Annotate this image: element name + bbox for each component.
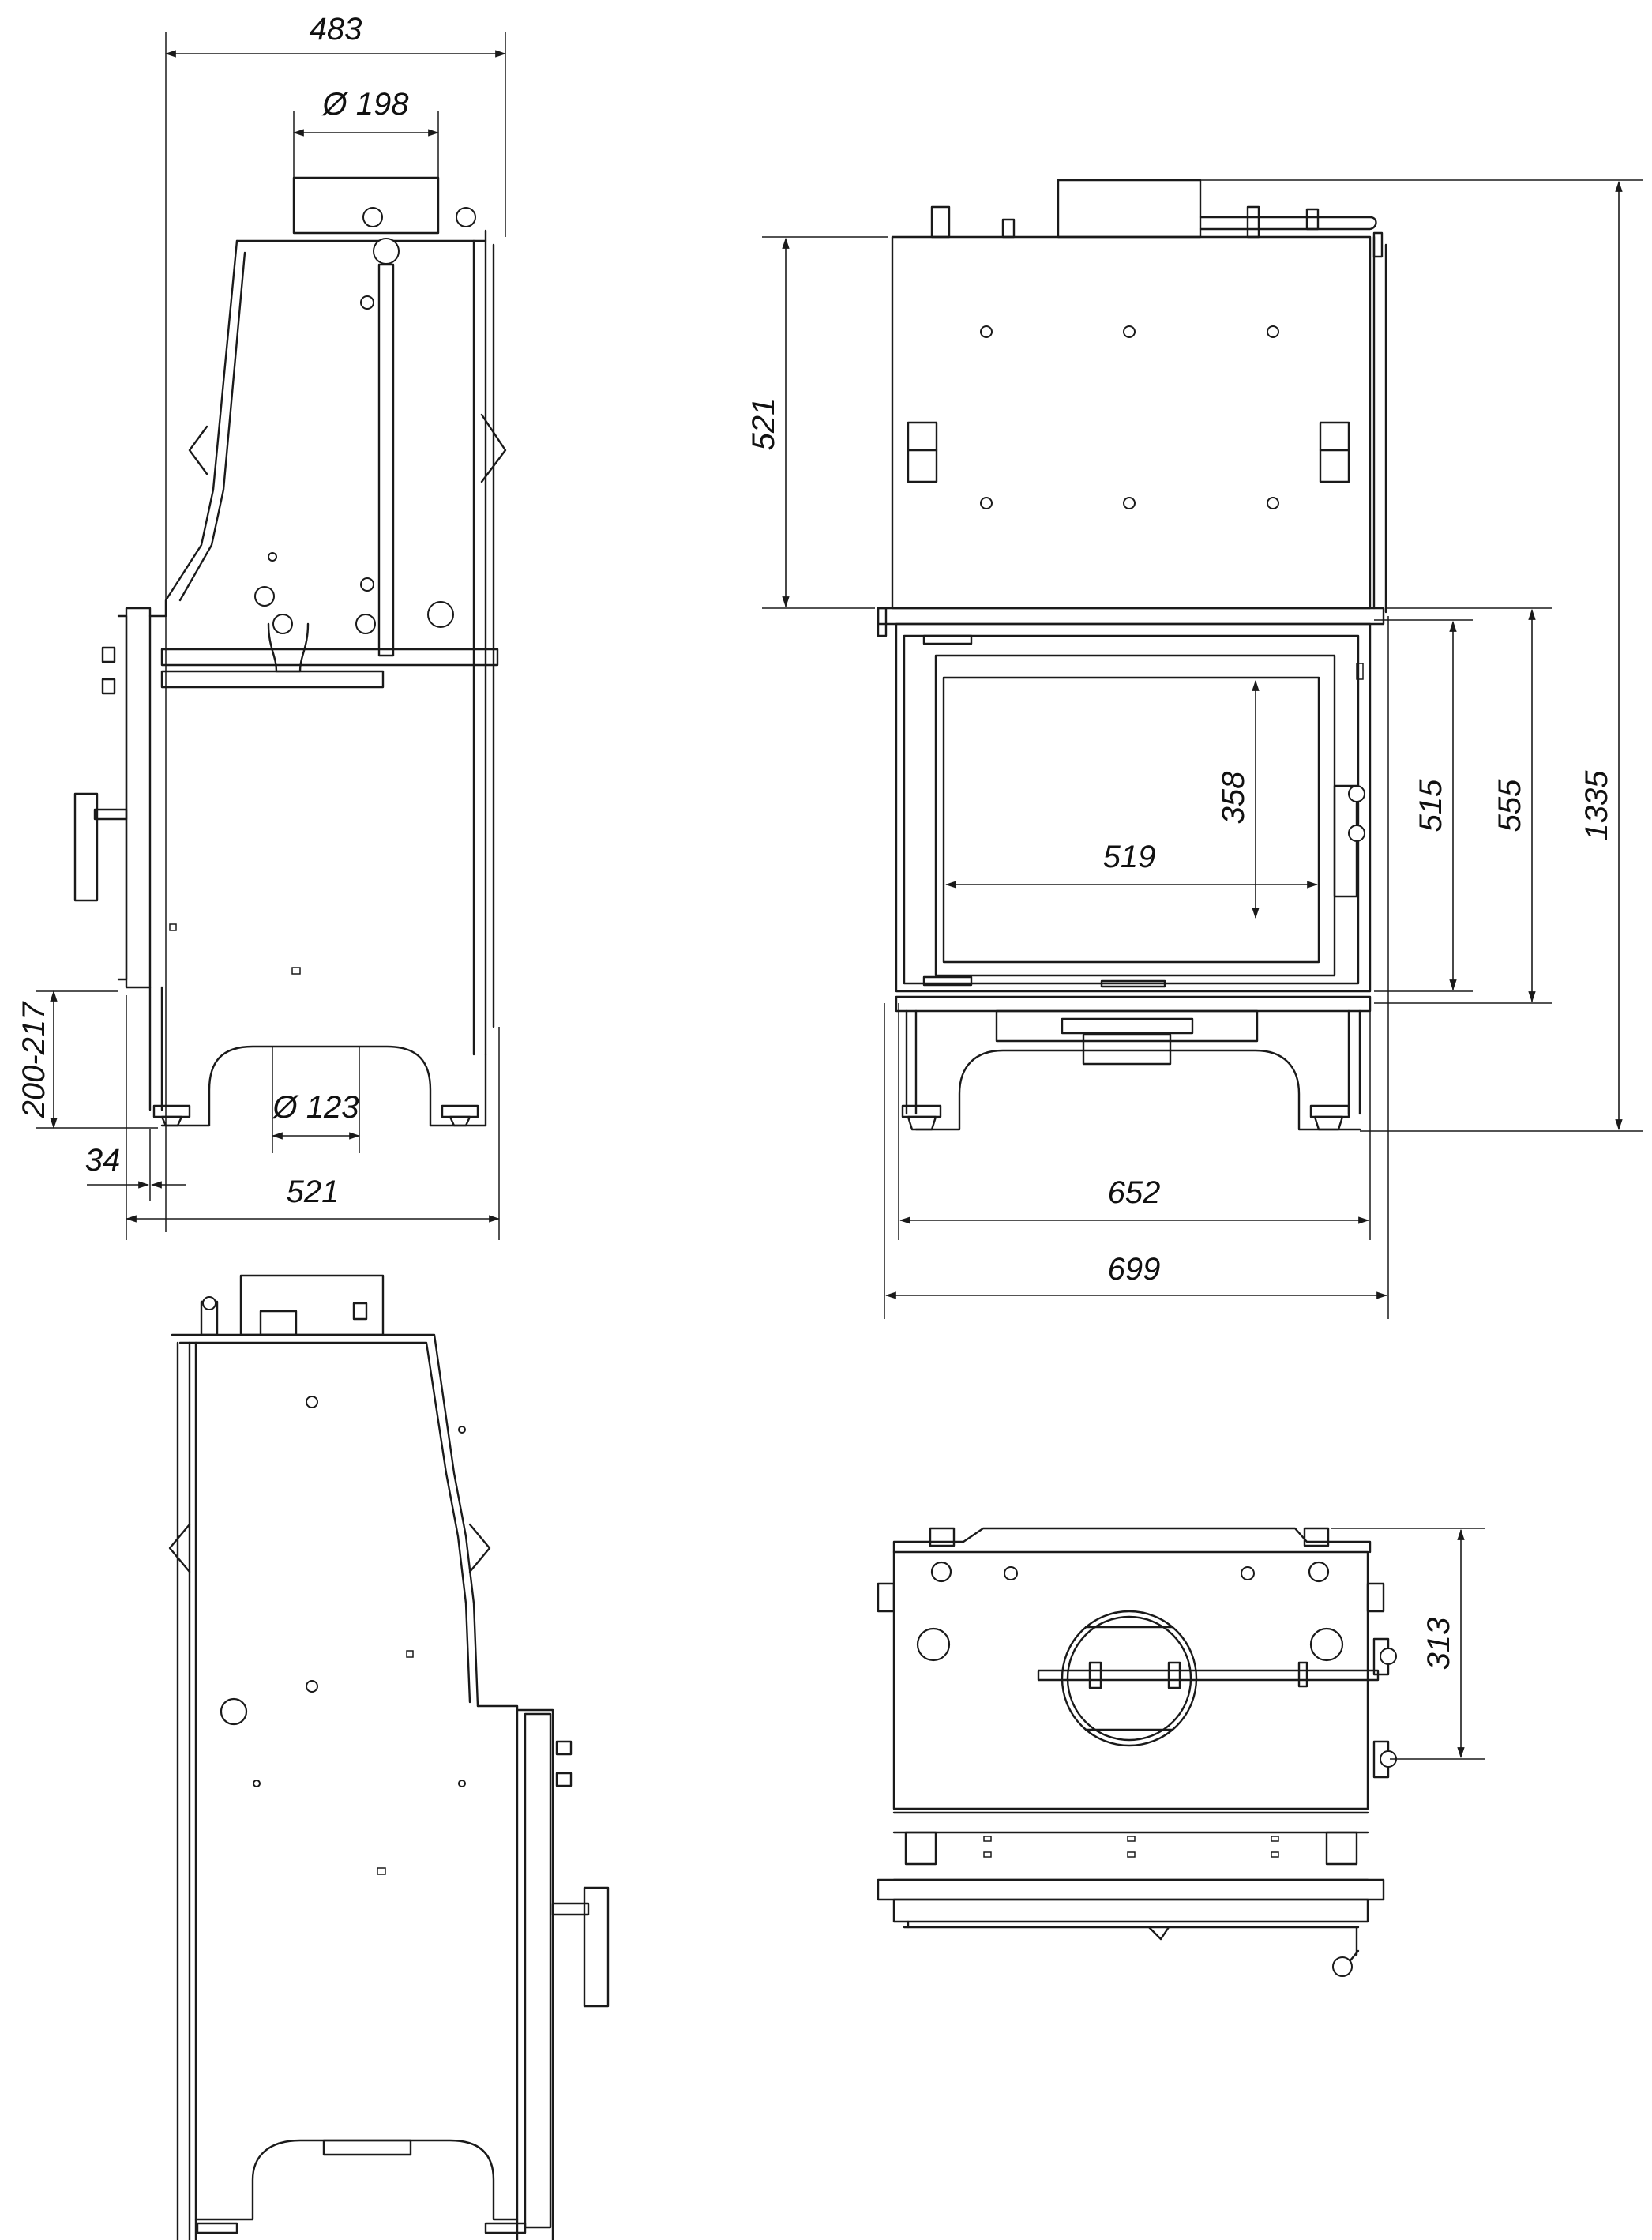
side-view-left xyxy=(73,32,507,1232)
dim-frame-555: 555 xyxy=(1492,779,1527,832)
dim-total-1335: 1335 xyxy=(1579,770,1614,841)
dim-521-upper: 521 xyxy=(746,398,781,451)
side-view-right xyxy=(168,1274,610,2240)
dim-521-bottom: 521 xyxy=(287,1174,340,1209)
dim-313: 313 xyxy=(1421,1618,1456,1671)
dim-glass-519: 519 xyxy=(1103,840,1156,874)
front-view xyxy=(877,179,1387,1131)
side-view-dimensions: 483 Ø 198 200-217 Ø 123 34 521 xyxy=(17,12,507,1240)
top-view-dimensions: 313 xyxy=(1331,1528,1485,1760)
dim-34: 34 xyxy=(85,1143,121,1178)
dim-652: 652 xyxy=(1108,1175,1161,1210)
dim-glass-358: 358 xyxy=(1216,771,1251,824)
dim-inlet-123: Ø 123 xyxy=(272,1090,359,1125)
front-view-dimensions: 521 358 519 515 555 1335 652 699 xyxy=(746,179,1643,1319)
dim-483: 483 xyxy=(310,12,362,47)
top-view xyxy=(877,1527,1397,1977)
dim-flue-198: Ø 198 xyxy=(321,87,410,122)
dim-699: 699 xyxy=(1108,1252,1161,1287)
dim-leg-height: 200-217 xyxy=(17,1001,51,1119)
dim-door-515: 515 xyxy=(1414,779,1448,832)
